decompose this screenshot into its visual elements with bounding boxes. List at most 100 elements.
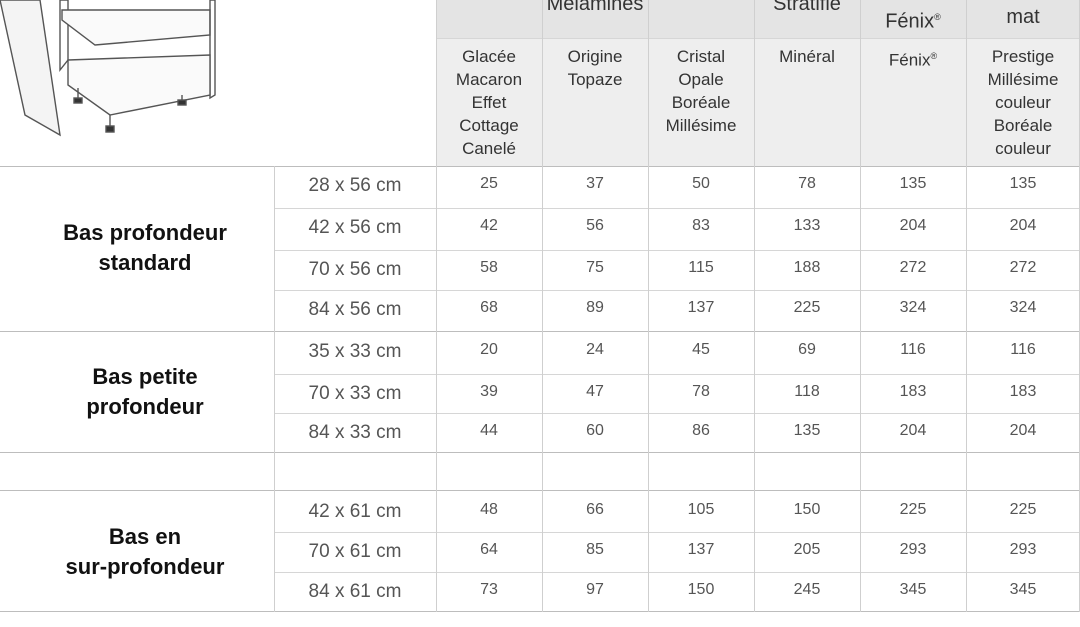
- price-cell: 48: [480, 501, 498, 518]
- price-cell: 205: [793, 541, 821, 558]
- price-cell: 83: [692, 217, 710, 234]
- price-cell: 135: [899, 175, 927, 192]
- grid-line: [274, 374, 1080, 375]
- price-cell: 115: [688, 259, 714, 276]
- price-cell: 183: [1009, 383, 1037, 400]
- price-cell: 85: [586, 541, 604, 558]
- price-cell: 42: [480, 217, 498, 234]
- grid-line: [436, 0, 437, 612]
- price-cell: 183: [899, 383, 927, 400]
- price-cell: 39: [480, 383, 498, 400]
- column-header-mineral: Minéral: [779, 47, 835, 66]
- price-cell: 69: [798, 341, 816, 358]
- price-cell: 97: [586, 581, 604, 598]
- price-cell: 293: [1009, 541, 1037, 558]
- grid-line: [0, 166, 1080, 167]
- price-cell: 204: [1009, 217, 1037, 234]
- price-cell: 68: [480, 299, 498, 316]
- price-cell: 345: [1009, 581, 1037, 598]
- price-cell: 345: [899, 581, 927, 598]
- price-cell: 245: [793, 581, 821, 598]
- grid-line: [0, 452, 1080, 453]
- header-group-stratifie: Stratifié: [773, 0, 841, 15]
- grid-line: [274, 208, 1080, 209]
- grid-line: [966, 0, 967, 612]
- size-cell: 70 x 61 cm: [308, 541, 402, 562]
- price-cell: 47: [586, 383, 604, 400]
- price-cell: 86: [692, 422, 710, 439]
- price-cell: 204: [899, 422, 927, 439]
- column-header-fenix: Fénix®: [888, 50, 938, 70]
- price-cell: 75: [586, 259, 604, 276]
- price-cell: 44: [480, 422, 498, 439]
- price-cell: 137: [687, 541, 715, 558]
- price-cell: 25: [480, 175, 498, 192]
- price-cell: 89: [586, 299, 604, 316]
- grid-line: [754, 0, 755, 612]
- price-cell: 324: [899, 299, 927, 316]
- price-cell: 135: [1009, 175, 1037, 192]
- size-cell: 35 x 33 cm: [308, 341, 402, 362]
- price-cell: 116: [900, 341, 926, 358]
- price-cell: 225: [793, 299, 821, 316]
- price-cell: 37: [586, 175, 604, 192]
- price-cell: 272: [899, 259, 927, 276]
- header-group-mat: mat: [1006, 6, 1040, 28]
- price-cell: 45: [692, 341, 710, 358]
- size-cell: 42 x 61 cm: [308, 501, 402, 522]
- grid-line: [542, 0, 543, 612]
- price-cell: 272: [1009, 259, 1037, 276]
- price-cell: 150: [687, 581, 715, 598]
- price-cell: 105: [687, 501, 715, 518]
- grid-line: [274, 166, 275, 612]
- size-cell: 70 x 33 cm: [308, 383, 402, 404]
- grid-line: [274, 532, 1080, 533]
- price-cell: 293: [899, 541, 927, 558]
- size-cell: 42 x 56 cm: [308, 217, 402, 238]
- grid-line: [274, 290, 1080, 291]
- price-cell: 64: [480, 541, 498, 558]
- size-cell: 84 x 56 cm: [308, 299, 402, 320]
- price-cell: 56: [586, 217, 604, 234]
- price-cell: 73: [480, 581, 498, 598]
- price-cell: 116: [1010, 341, 1036, 358]
- grid-line: [274, 413, 1080, 414]
- price-cell: 78: [692, 383, 710, 400]
- grid-line: [436, 38, 1080, 39]
- price-cell: 225: [1009, 501, 1037, 518]
- price-cell: 204: [1009, 422, 1037, 439]
- price-cell: 133: [793, 217, 821, 234]
- header-group-melamines: Mélamines: [546, 0, 644, 15]
- price-cell: 188: [793, 259, 821, 276]
- size-cell: 84 x 33 cm: [308, 422, 402, 443]
- grid-line: [648, 0, 649, 612]
- price-cell: 66: [586, 501, 604, 518]
- size-cell: 70 x 56 cm: [308, 259, 402, 280]
- price-cell: 225: [899, 501, 927, 518]
- header-group-fenix: Fénix®: [885, 10, 941, 33]
- header-group-band: [436, 0, 1080, 38]
- price-cell: 58: [480, 259, 498, 276]
- grid-line: [0, 611, 1080, 612]
- price-cell: 137: [687, 299, 715, 316]
- price-cell: 118: [794, 383, 820, 400]
- price-cell: 60: [586, 422, 604, 439]
- price-cell: 20: [480, 341, 498, 358]
- price-cell: 78: [798, 175, 816, 192]
- cabinet-illustration: [0, 0, 216, 137]
- price-cell: 24: [586, 341, 604, 358]
- grid-line: [0, 490, 1080, 491]
- price-cell: 324: [1009, 299, 1037, 316]
- size-cell: 84 x 61 cm: [308, 581, 402, 602]
- price-cell: 150: [793, 501, 821, 518]
- grid-line: [274, 572, 1080, 573]
- grid-line: [0, 331, 1080, 332]
- size-cell: 28 x 56 cm: [308, 175, 402, 196]
